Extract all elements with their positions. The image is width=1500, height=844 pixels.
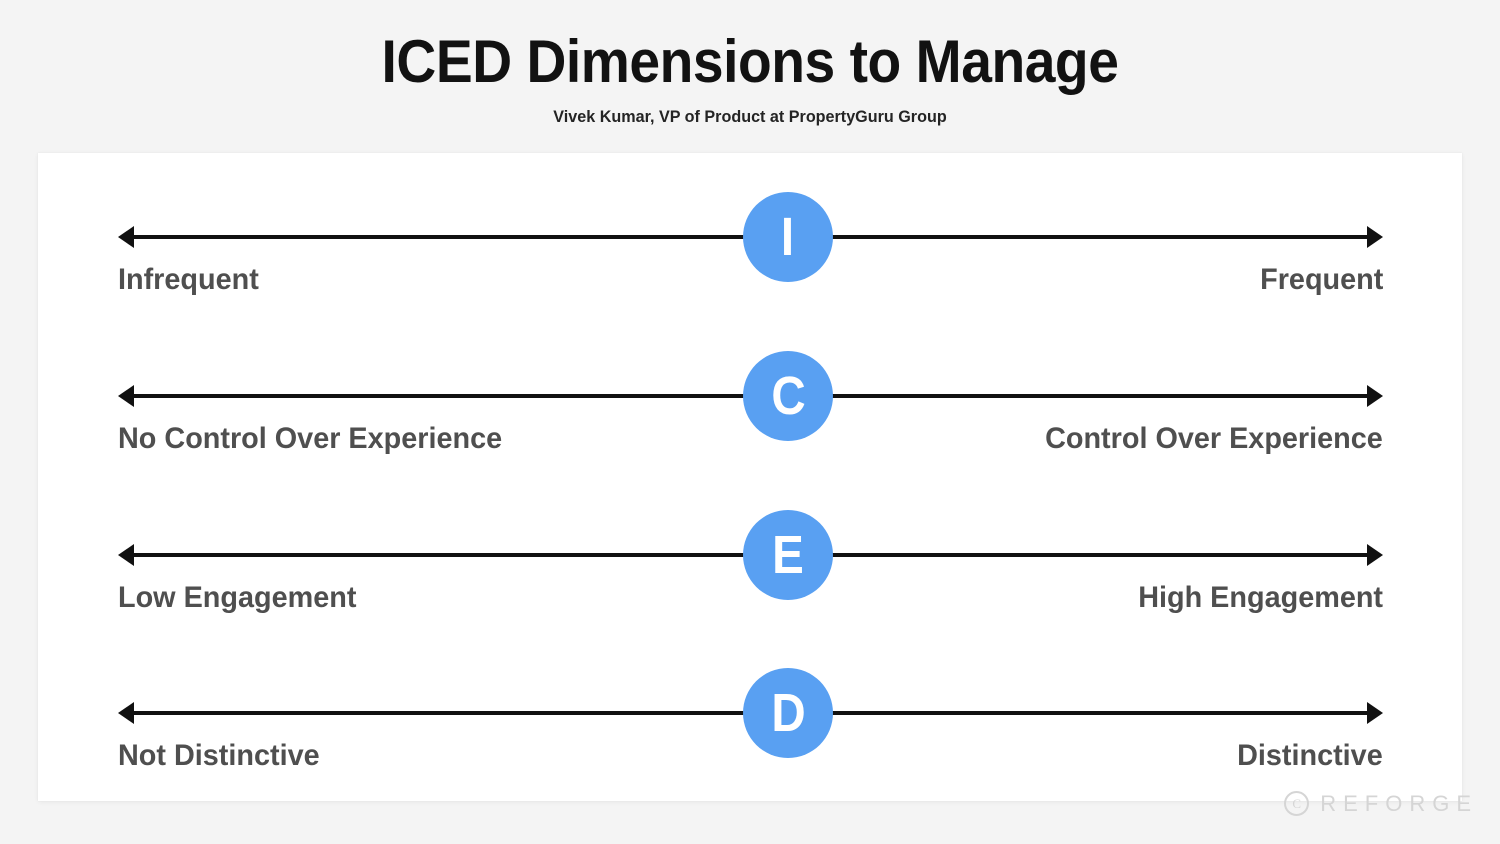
arrow-left-icon [118,544,134,566]
dimension-badge-e: E [743,510,833,600]
arrow-right-icon [1367,226,1383,248]
slide-header: ICED Dimensions to Manage Vivek Kumar, V… [0,0,1500,128]
badge-letter: D [770,683,806,743]
arrow-right-icon [1367,544,1383,566]
dimension-row-d: D Not Distinctive Distinctive [38,651,1462,772]
reforge-watermark: C REFORGE [1284,791,1478,816]
axis-label-low-d: Not Distinctive [118,739,320,772]
axis-label-low-e: Low Engagement [118,581,357,614]
badge-letter: E [772,525,804,585]
axis-label-high-i: Frequent [1259,263,1383,296]
arrow-right-icon [1367,702,1383,724]
badge-letter: C [770,366,806,426]
axis-label-high-c: Control Over Experience [1045,422,1383,455]
arrow-left-icon [118,385,134,407]
page-title: ICED Dimensions to Manage [381,28,1119,95]
axis-label-low-i: Infrequent [118,263,259,296]
arrow-left-icon [118,702,134,724]
page-subtitle: Vivek Kumar, VP of Product at PropertyGu… [553,107,947,126]
dimension-badge-i: I [743,192,833,282]
axis-label-high-e: High Engagement [1138,581,1383,614]
brand-name: REFORGE [1320,790,1478,816]
diagram-card: I Infrequent Frequent C No Control Over … [38,153,1462,801]
axis-label-high-d: Distinctive [1237,739,1383,772]
dimension-badge-c: C [743,351,833,441]
arrow-left-icon [118,226,134,248]
dimension-row-e: E Low Engagement High Engagement [38,493,1462,614]
copyright-icon: C [1284,791,1310,816]
dimension-row-i: I Infrequent Frequent [38,175,1462,296]
dimension-row-c: C No Control Over Experience Control Ove… [38,334,1462,455]
badge-letter: I [781,207,795,267]
arrow-right-icon [1367,385,1383,407]
axis-label-low-c: No Control Over Experience [118,422,503,455]
dimension-badge-d: D [743,668,833,758]
